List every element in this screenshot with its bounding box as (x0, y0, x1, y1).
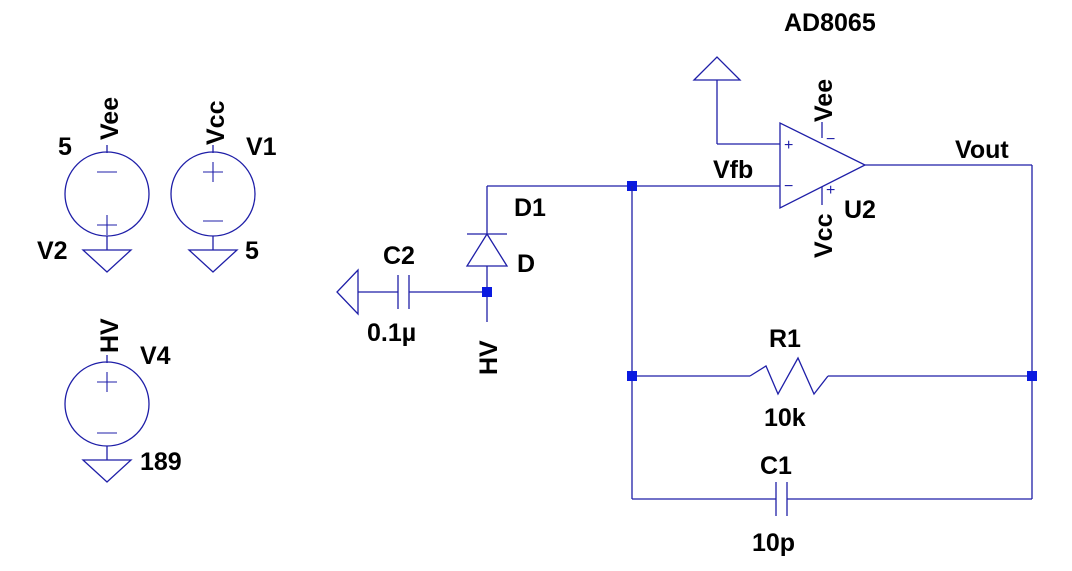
vee-net-label[interactable]: Vee (810, 79, 838, 122)
c2-ref[interactable]: C2 (383, 242, 415, 270)
opamp-body (779, 121, 867, 210)
v4-value[interactable]: 189 (140, 448, 182, 476)
voltage-source-v4[interactable]: HV V4 189 (64, 318, 182, 483)
r1-ref[interactable]: R1 (769, 325, 801, 353)
vcc-net-label[interactable]: Vcc (810, 213, 838, 258)
vfb-net-label[interactable]: Vfb (713, 156, 753, 184)
d1-model[interactable]: D (517, 250, 535, 278)
v4-ref[interactable]: V4 (140, 342, 171, 370)
opamp-ref[interactable]: U2 (844, 196, 876, 224)
capacitor-c2[interactable]: C2 0.1µ (336, 242, 487, 347)
vplus-pin-label: + (826, 182, 835, 199)
diode-d1[interactable]: D1 D (465, 186, 546, 292)
voltage-source-v2[interactable]: Vee 5 V2 (37, 97, 150, 273)
v2-ground-icon (81, 249, 133, 273)
v2-value[interactable]: 5 (58, 133, 72, 161)
r1-zigzag (749, 356, 829, 396)
v2-ref[interactable]: V2 (37, 237, 68, 265)
opamp-model[interactable]: AD8065 (784, 9, 876, 37)
d1-ref[interactable]: D1 (514, 194, 546, 222)
c2-ground-icon (336, 268, 359, 316)
hv-net-label[interactable]: HV (475, 340, 503, 375)
v2-net-label[interactable]: Vee (96, 97, 124, 140)
junction-d1-c2 (482, 287, 492, 297)
v1-ground-icon (187, 249, 239, 273)
plus-pin-label: + (784, 137, 793, 154)
minus-pin-label: − (784, 178, 793, 195)
v4-net-label[interactable]: HV (96, 318, 124, 353)
junction-r1-right (1027, 371, 1037, 381)
junction-r1-left (627, 371, 637, 381)
c1-ref[interactable]: C1 (760, 452, 792, 480)
opamp-u2[interactable]: + − − Vee + Vcc AD8065 U2 (692, 9, 876, 258)
noninverting-ground-icon (692, 56, 742, 81)
vout-net-label[interactable]: Vout (955, 136, 1009, 164)
c1-value[interactable]: 10p (752, 529, 795, 557)
r1-value[interactable]: 10k (764, 404, 806, 432)
c2-value[interactable]: 0.1µ (367, 319, 416, 347)
capacitor-c1[interactable]: C1 10p (632, 452, 1032, 557)
d1-triangle (465, 232, 509, 267)
v4-ground-icon (81, 459, 133, 483)
resistor-r1[interactable]: R1 10k (632, 325, 1032, 432)
vminus-pin-label: − (826, 131, 835, 148)
v1-ref[interactable]: V1 (246, 133, 277, 161)
v1-value[interactable]: 5 (245, 237, 259, 265)
v1-net-label[interactable]: Vcc (202, 100, 230, 145)
voltage-source-v1[interactable]: Vcc V1 5 (170, 100, 277, 273)
